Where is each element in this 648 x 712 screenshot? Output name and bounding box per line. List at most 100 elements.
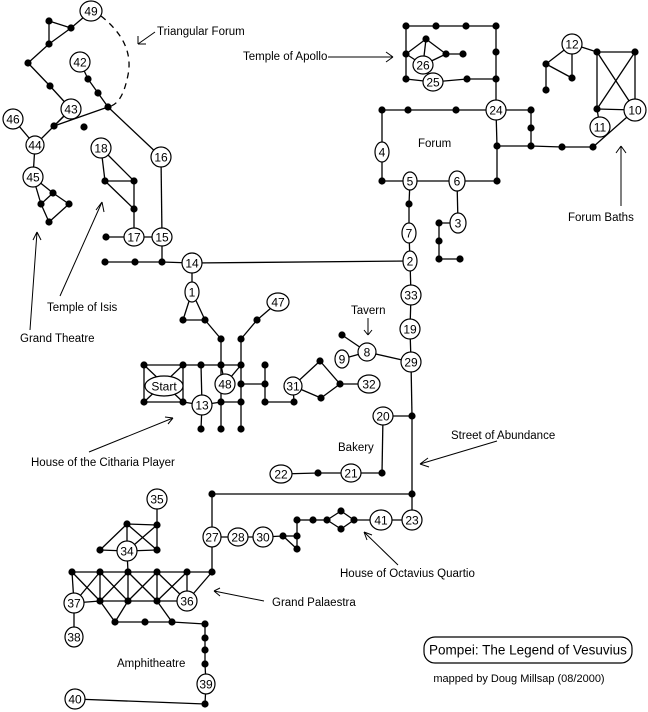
location-27[interactable]: 27 <box>202 526 222 548</box>
location-36[interactable]: 36 <box>176 590 198 612</box>
waypoint-dot <box>422 35 430 43</box>
waypoint-dot <box>46 82 54 90</box>
location-10[interactable]: 10 <box>623 98 647 122</box>
location-marker <box>283 376 303 396</box>
waypoint-dot <box>492 48 500 56</box>
location-13[interactable]: 13 <box>191 394 213 416</box>
location-number: 26 <box>416 59 430 73</box>
location-marker <box>340 463 362 483</box>
location-marker <box>116 540 138 562</box>
waypoint-dot <box>542 86 550 94</box>
location-3[interactable]: 3 <box>449 212 467 234</box>
location-23[interactable]: 23 <box>401 509 423 531</box>
location-19[interactable]: 19 <box>399 318 421 340</box>
location-1[interactable]: 1 <box>184 281 200 303</box>
location-15[interactable]: 15 <box>151 227 173 247</box>
waypoint-dot <box>237 361 245 369</box>
location-number: 33 <box>404 289 418 303</box>
street-of-abundance-arrow <box>419 440 498 468</box>
waypoint-dot <box>131 258 139 266</box>
location-marker <box>399 318 421 340</box>
location-38[interactable]: 38 <box>64 626 84 648</box>
location-marker <box>334 349 350 369</box>
location-11[interactable]: 11 <box>589 116 611 138</box>
location-marker <box>252 526 274 548</box>
location-46[interactable]: 46 <box>2 108 24 130</box>
location-number: 45 <box>26 171 40 185</box>
location-2[interactable]: 2 <box>402 250 418 272</box>
location-18[interactable]: 18 <box>90 137 112 159</box>
location-32[interactable]: 32 <box>357 374 381 394</box>
path-segment <box>191 260 411 264</box>
waypoint-dot <box>201 620 209 628</box>
waypoint-dot <box>217 335 225 343</box>
path-segment <box>99 523 128 551</box>
location-4[interactable]: 4 <box>374 141 390 163</box>
location-34[interactable]: 34 <box>116 540 138 562</box>
location-31[interactable]: 31 <box>283 376 303 396</box>
location-39[interactable]: 39 <box>196 673 216 695</box>
location-marker <box>269 464 293 484</box>
location-41[interactable]: 41 <box>369 509 393 531</box>
location-9[interactable]: 9 <box>334 349 350 369</box>
location-45[interactable]: 45 <box>22 166 44 188</box>
location-30[interactable]: 30 <box>252 526 274 548</box>
location-22[interactable]: 22 <box>269 464 293 484</box>
location-6[interactable]: 6 <box>448 170 466 192</box>
location-marker <box>449 212 467 234</box>
label-grand-palaestra: Grand Palaestra <box>272 597 356 609</box>
location-48[interactable]: 48 <box>214 373 236 395</box>
waypoint-dot <box>253 316 261 324</box>
location-marker <box>422 72 444 92</box>
location-number: 38 <box>67 631 81 645</box>
location-44[interactable]: 44 <box>25 135 45 155</box>
waypoint-dot <box>456 255 464 263</box>
location-49[interactable]: 49 <box>79 0 103 22</box>
location-start[interactable]: Start <box>144 375 184 397</box>
location-29[interactable]: 29 <box>400 351 422 373</box>
path-segment <box>107 106 162 158</box>
location-35[interactable]: 35 <box>146 488 168 510</box>
path-segment <box>320 383 341 399</box>
location-number: 16 <box>154 151 168 165</box>
location-33[interactable]: 33 <box>400 284 422 306</box>
waypoint-dot <box>323 516 331 524</box>
location-12[interactable]: 12 <box>561 33 583 55</box>
location-40[interactable]: 40 <box>64 688 86 710</box>
location-25[interactable]: 25 <box>422 72 444 92</box>
location-20[interactable]: 20 <box>372 406 394 426</box>
location-17[interactable]: 17 <box>123 227 145 247</box>
path-segment <box>204 319 222 340</box>
location-21[interactable]: 21 <box>340 463 362 483</box>
location-marker <box>402 171 418 191</box>
location-24[interactable]: 24 <box>485 99 507 121</box>
location-43[interactable]: 43 <box>60 98 82 120</box>
location-5[interactable]: 5 <box>402 171 418 191</box>
location-47[interactable]: 47 <box>266 292 290 312</box>
waypoint-dot <box>24 59 32 67</box>
location-number: 41 <box>374 514 388 528</box>
location-number: 48 <box>218 378 232 392</box>
location-28[interactable]: 28 <box>227 527 249 547</box>
label-amphitheatre: Amphitheatre <box>117 658 185 670</box>
waypoint-dot <box>197 361 205 369</box>
grand-theatre-arrow <box>29 231 42 331</box>
location-16[interactable]: 16 <box>150 146 172 168</box>
location-26[interactable]: 26 <box>412 55 434 75</box>
path-segment <box>240 319 258 340</box>
location-marker <box>374 141 390 163</box>
location-8[interactable]: 8 <box>357 342 377 362</box>
location-number: 23 <box>405 514 419 528</box>
location-14[interactable]: 14 <box>181 252 203 274</box>
waypoint-dot <box>123 520 131 528</box>
location-7[interactable]: 7 <box>401 222 417 244</box>
waypoint-dot <box>337 507 345 515</box>
map-credit: mapped by Doug Millsap (08/2000) <box>433 673 604 685</box>
location-number: 34 <box>120 545 134 559</box>
dashed-path-triangular-forum <box>100 15 130 108</box>
location-marker <box>64 626 84 648</box>
path-segment <box>156 571 188 602</box>
waypoint-dot <box>350 516 358 524</box>
location-42[interactable]: 42 <box>69 51 91 73</box>
location-37[interactable]: 37 <box>63 592 85 614</box>
